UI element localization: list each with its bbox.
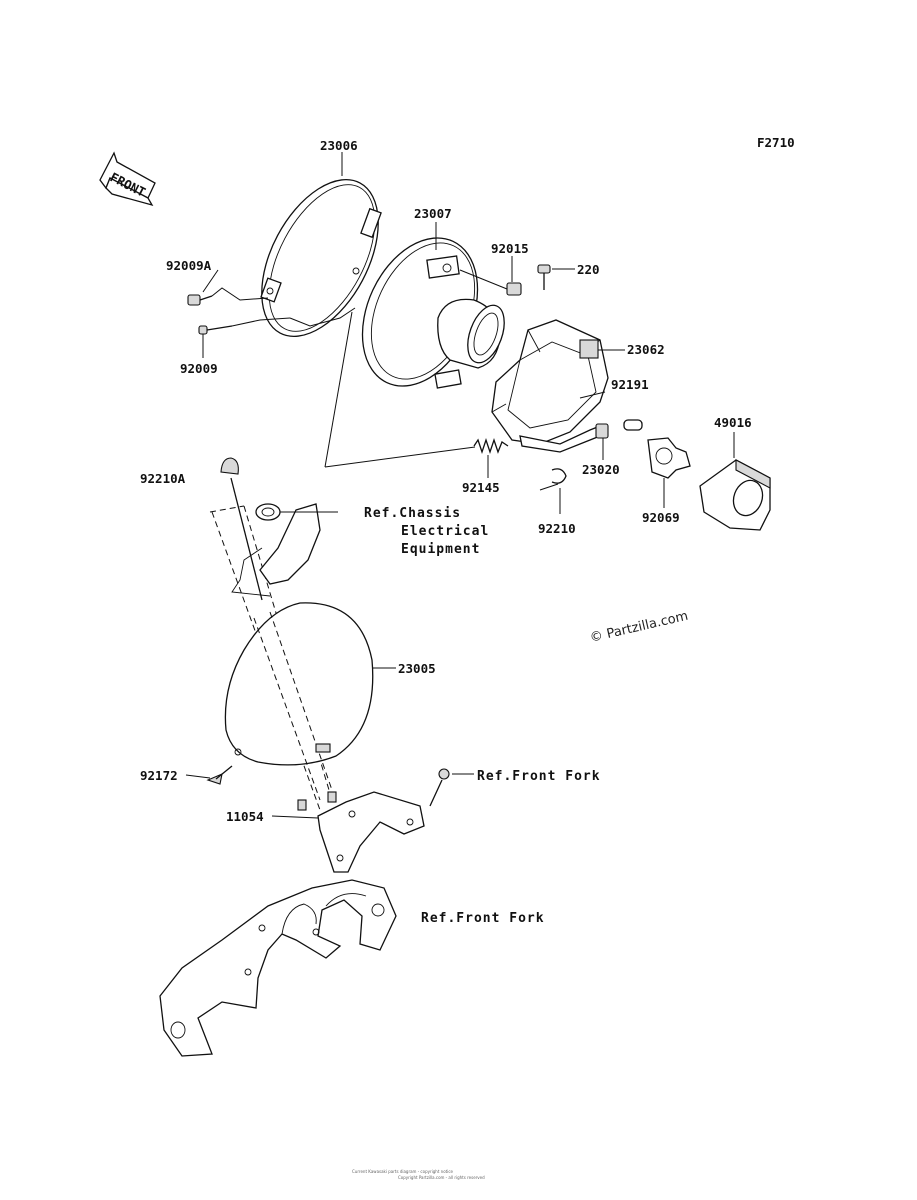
callout-92210A: 92210A	[140, 471, 186, 486]
ref-chassis-line3: Equipment	[401, 542, 480, 557]
bulb-92069	[623, 419, 691, 508]
callout-92015: 92015	[491, 241, 529, 256]
ref-front-fork-lower: Ref.Front Fork	[421, 911, 545, 926]
callout-92069: 92069	[642, 510, 680, 525]
figure-code: F2710	[757, 135, 795, 150]
callout-23007: 23007	[414, 206, 452, 221]
front-fork-bolt	[429, 768, 474, 807]
clip-92210	[539, 468, 567, 514]
headlight-rim-23006	[260, 178, 382, 338]
screw-92172	[185, 765, 233, 785]
callout-92210: 92210	[538, 521, 576, 536]
screw-92009	[198, 317, 291, 358]
callout-23020: 23020	[582, 462, 620, 477]
front-fork-bracket	[159, 879, 397, 1057]
ref-chassis-line1: Ref.Chassis	[364, 506, 461, 521]
ref-chassis-line2: Electrical	[401, 524, 489, 539]
headlight-bracket-23062	[491, 319, 625, 453]
visor-23005	[224, 602, 396, 801]
copyright-fine-print-2: Copyright Partzilla.com - all rights res…	[398, 1175, 485, 1180]
cap-92210A	[220, 457, 263, 601]
bolt-220	[537, 264, 575, 290]
partzilla-watermark: © Partzilla.com	[589, 609, 690, 646]
callout-23005: 23005	[398, 661, 436, 676]
front-direction-arrow: FRONT	[99, 151, 156, 207]
callout-92009: 92009	[180, 361, 218, 376]
spring-92145	[473, 437, 509, 478]
callout-23062: 23062	[627, 342, 665, 357]
ref-front-fork-upper: Ref.Front Fork	[477, 769, 601, 784]
screw-92009A	[187, 287, 269, 306]
chassis-electrical-bracket	[231, 503, 338, 597]
callout-220: 220	[577, 262, 600, 277]
callout-49016: 49016	[714, 415, 752, 430]
callout-23006: 23006	[320, 138, 358, 153]
headlight-housing-23007	[361, 237, 505, 389]
callout-92145: 92145	[462, 480, 500, 495]
callout-92191: 92191	[611, 377, 649, 392]
bracket-11054	[271, 791, 425, 873]
nut-92015	[459, 256, 522, 296]
copyright-fine-print-1: Current Kawasaki parts diagram - copyrig…	[352, 1169, 454, 1174]
callout-92172: 92172	[140, 768, 178, 783]
callout-92009A: 92009A	[166, 258, 212, 273]
callout-11054: 11054	[226, 809, 264, 824]
bulb-cover-49016	[699, 432, 771, 531]
socket-23020	[595, 423, 609, 460]
